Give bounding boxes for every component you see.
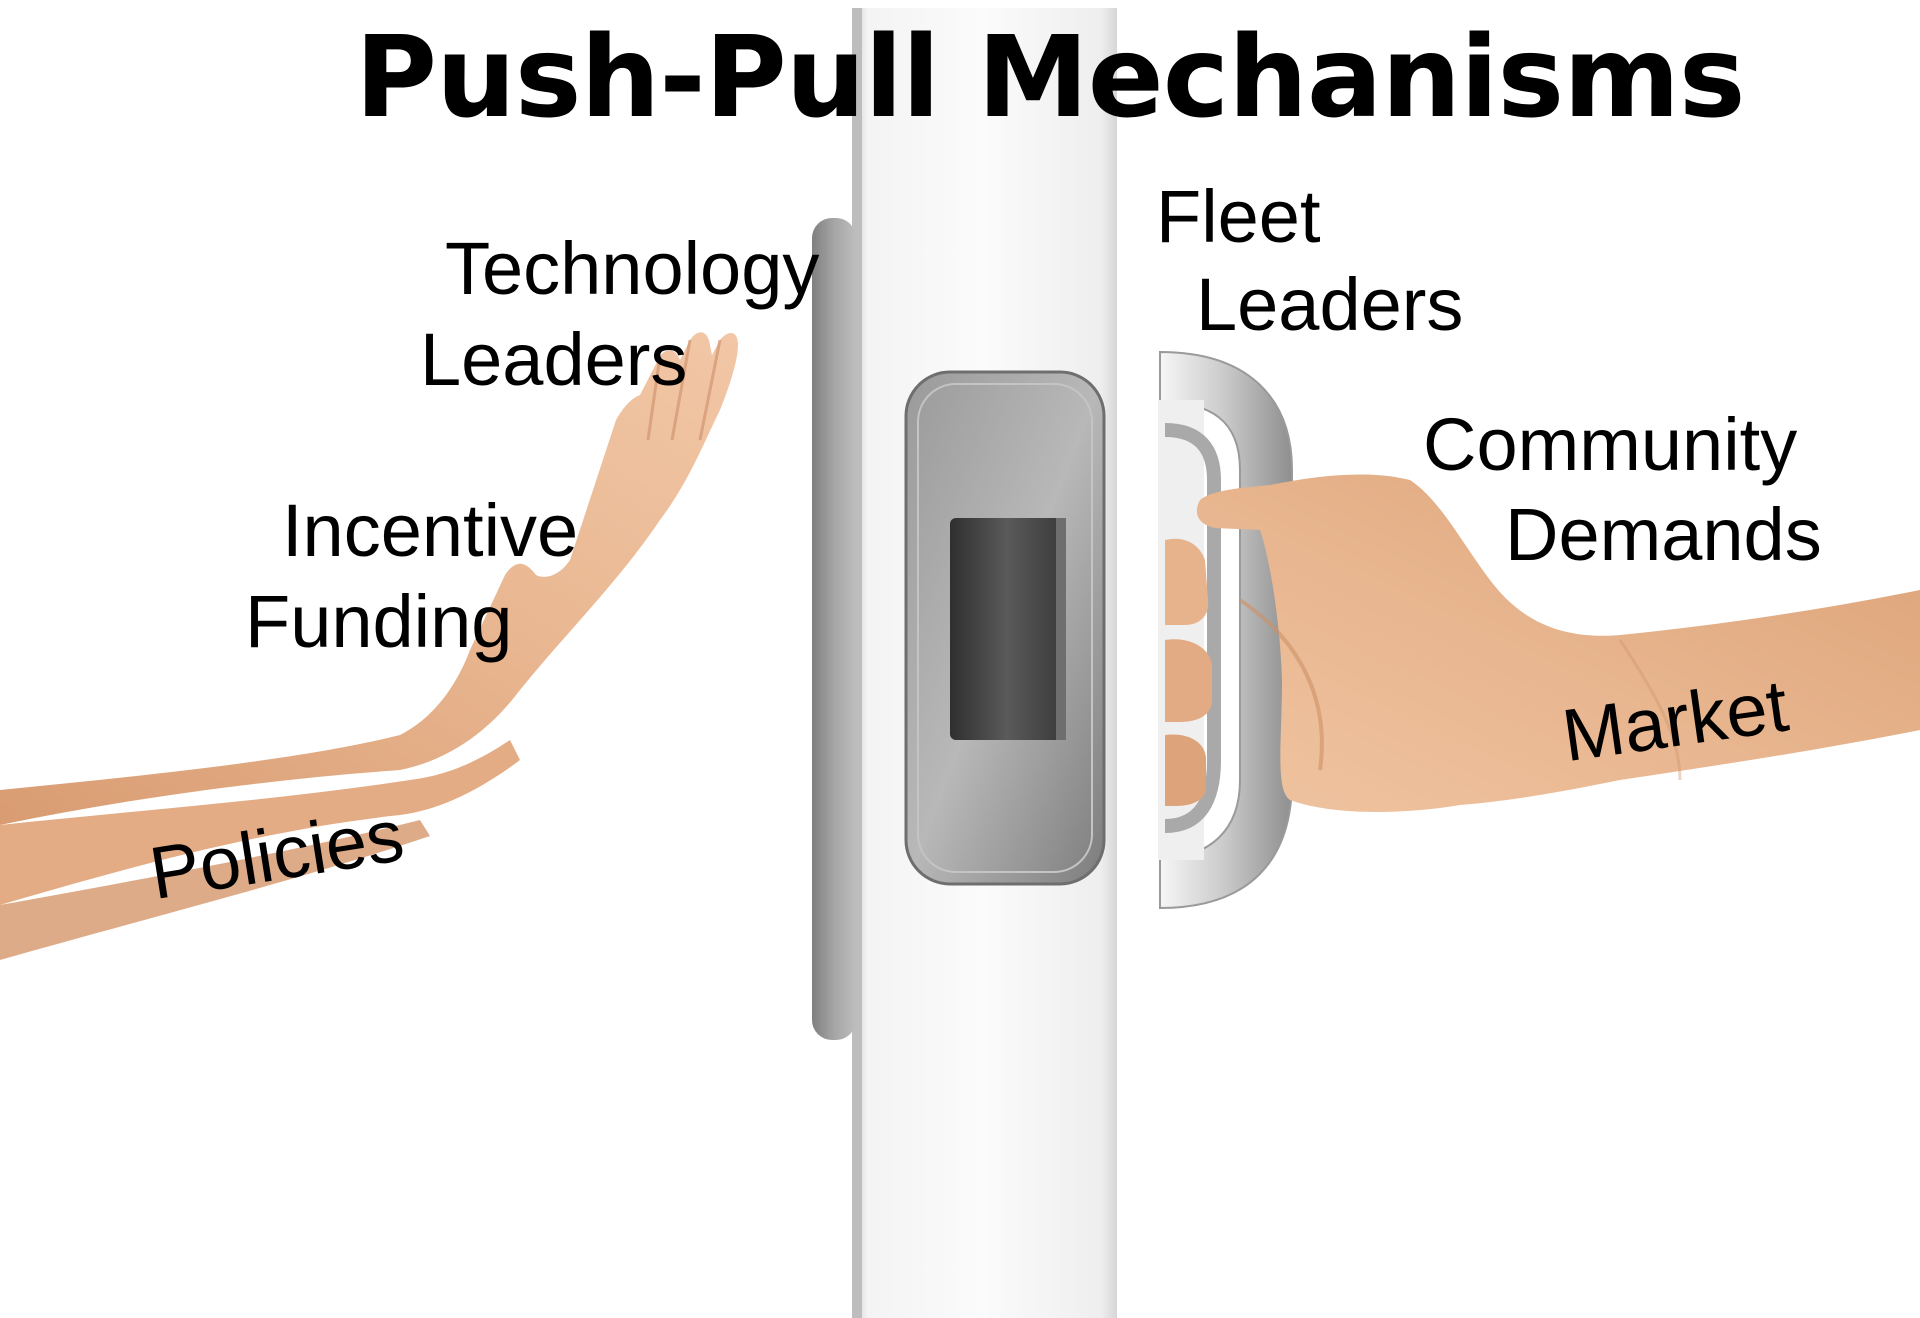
pushing-hand-icon bbox=[0, 332, 738, 960]
page-title: Push-Pull Mechanisms bbox=[355, 13, 1746, 143]
label-community-demands-line1: Community bbox=[1423, 403, 1798, 486]
push-plate bbox=[812, 218, 856, 1040]
label-technology-leaders-line1: Technology bbox=[445, 227, 820, 310]
label-fleet-leaders-line1: Fleet bbox=[1156, 175, 1321, 258]
label-fleet-leaders-line2: Leaders bbox=[1196, 263, 1464, 346]
door-handle-icon bbox=[904, 370, 1106, 886]
pulling-hand-icon bbox=[1165, 474, 1920, 812]
label-technology-leaders-line2: Leaders bbox=[420, 318, 688, 401]
label-community-demands-line2: Demands bbox=[1505, 493, 1822, 576]
pull-handle bbox=[1158, 350, 1293, 910]
label-incentive-funding-line2: Funding bbox=[245, 580, 513, 663]
label-incentive-funding-line1: Incentive bbox=[282, 489, 579, 572]
